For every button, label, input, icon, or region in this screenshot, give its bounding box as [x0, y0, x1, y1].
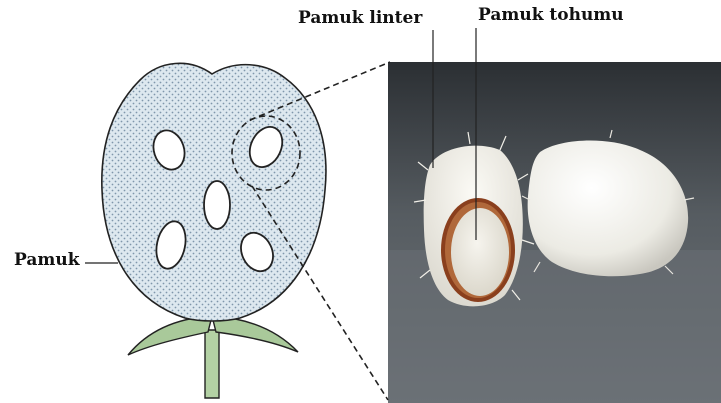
left-leaf: [128, 316, 212, 355]
label-pamuk-linter: Pamuk linter: [298, 10, 422, 27]
label-pamuk-tohumu: Pamuk tohumu: [478, 7, 624, 24]
cotton-photo: [388, 62, 721, 403]
label-pamuk: Pamuk: [14, 252, 79, 269]
seed-kernel: [451, 208, 509, 296]
right-leaf: [212, 316, 298, 352]
cotton-boll-drawing: [102, 63, 326, 398]
stem: [205, 330, 219, 398]
